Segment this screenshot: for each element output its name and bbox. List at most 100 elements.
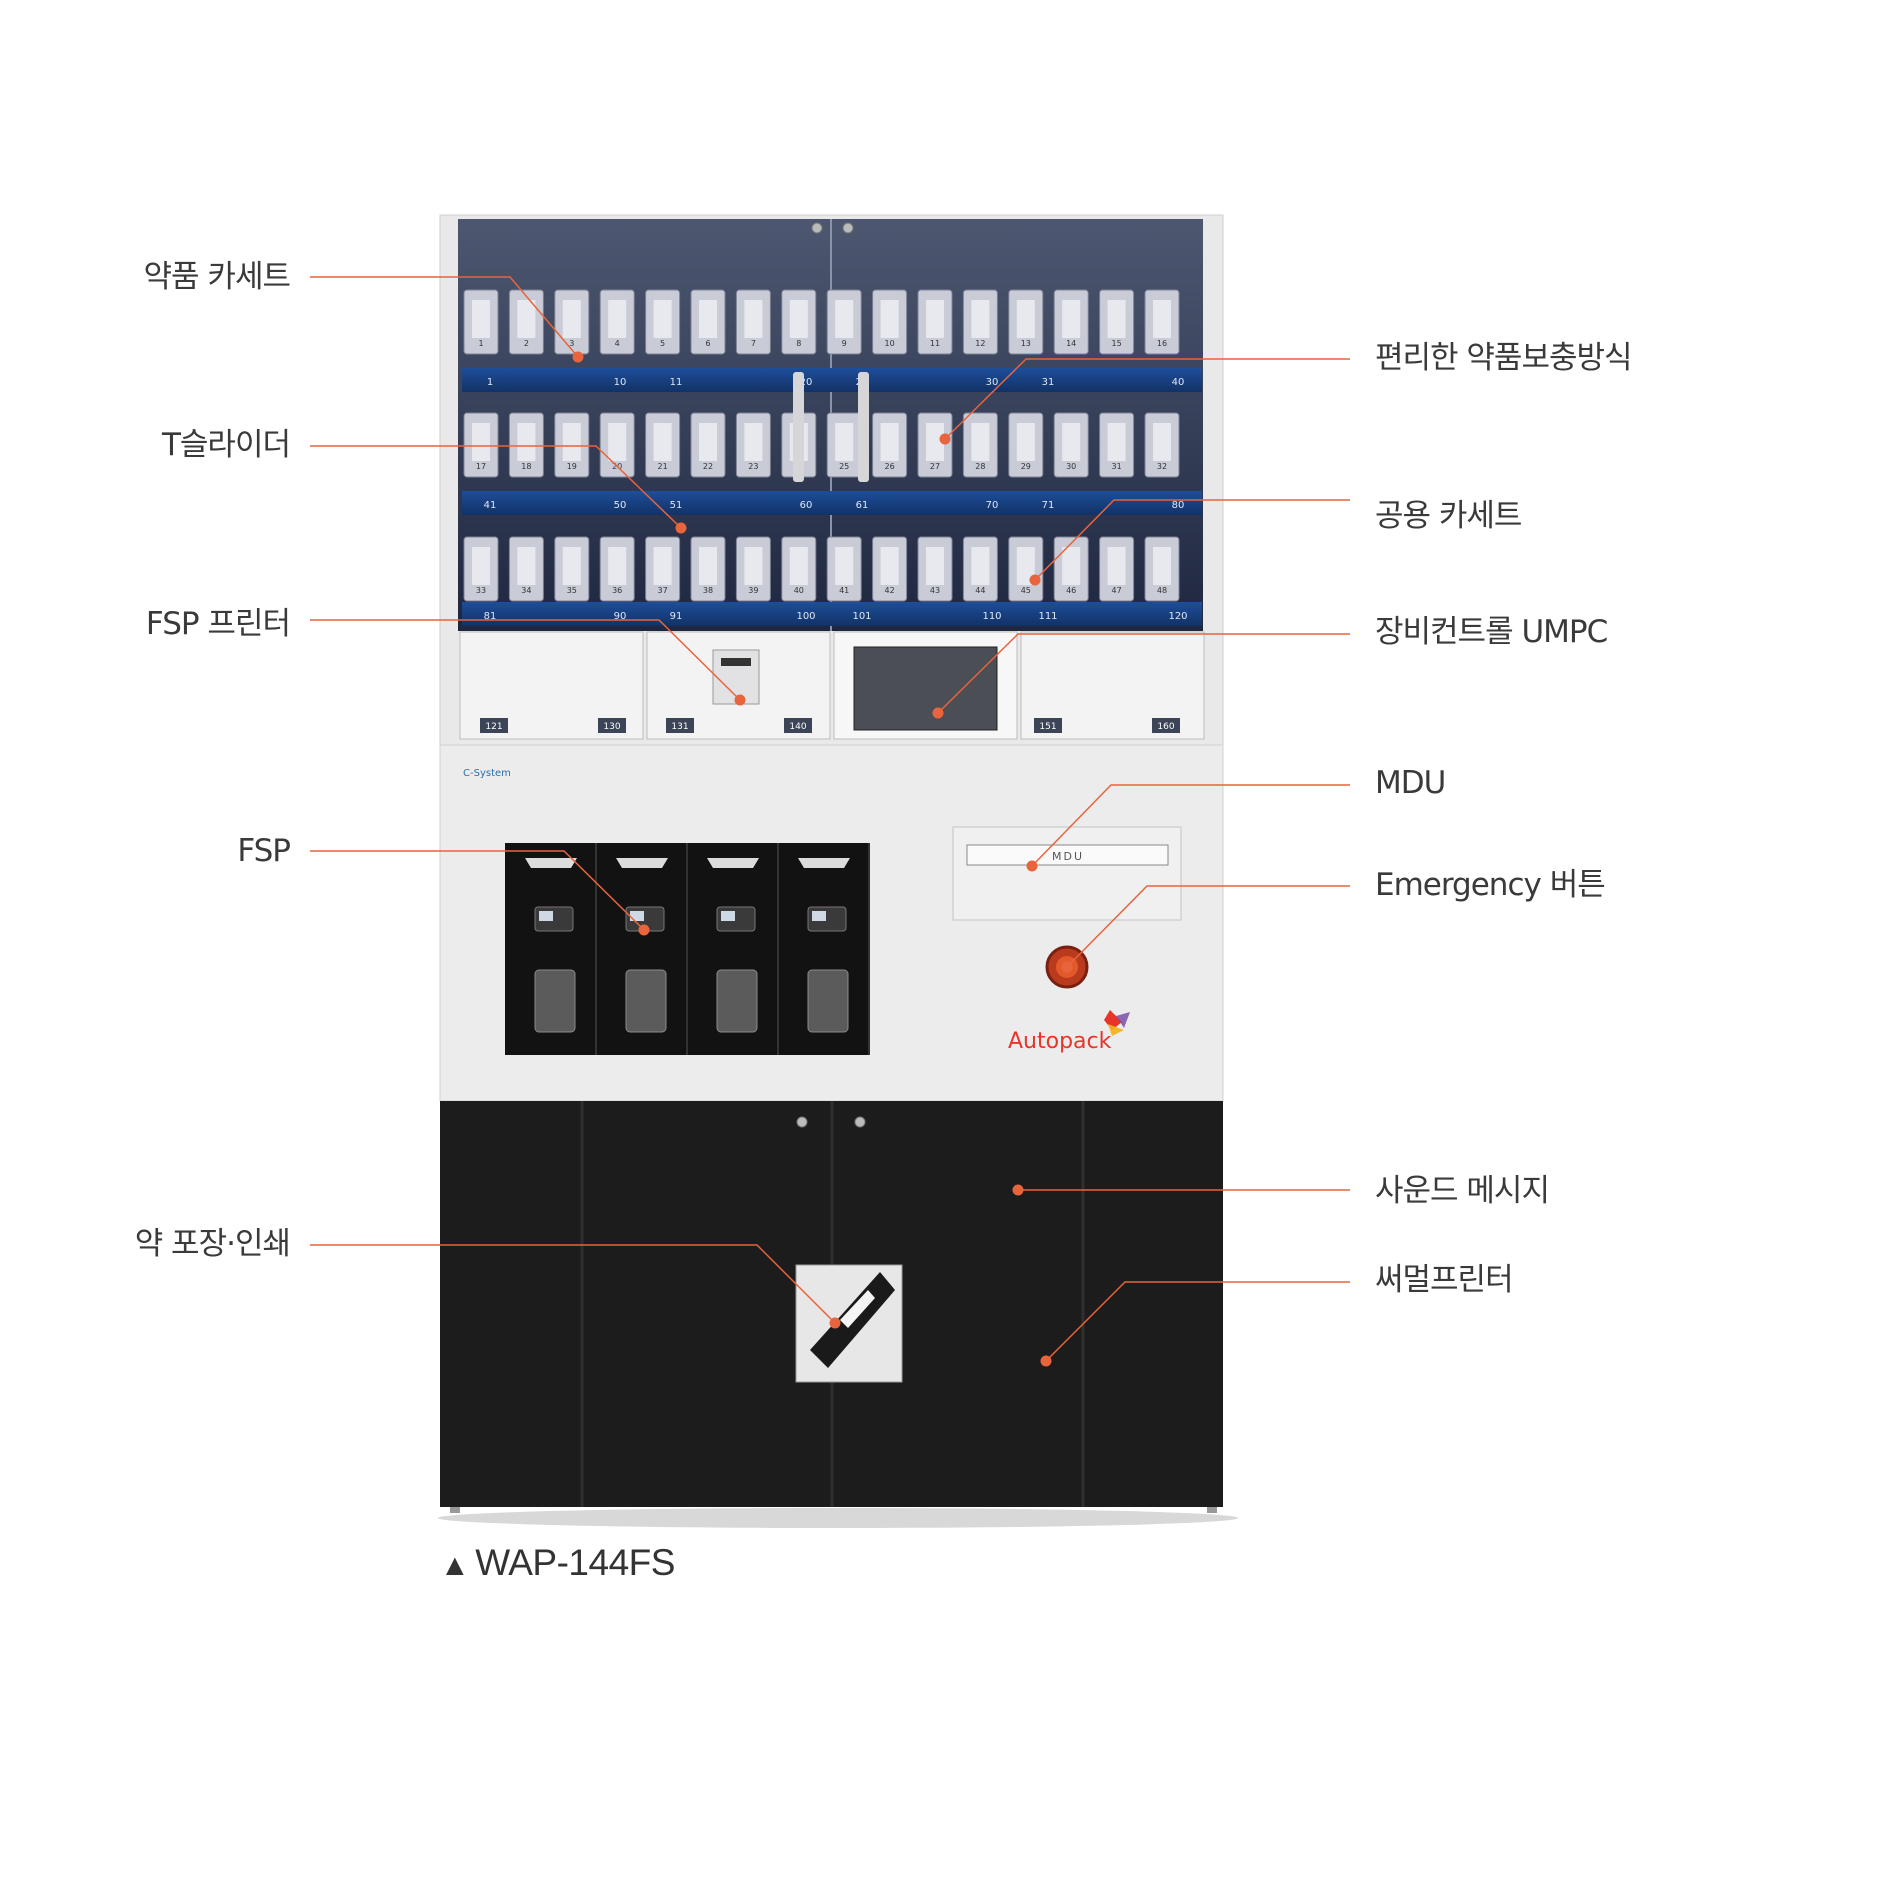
cassette-window	[653, 423, 672, 461]
cassette-number: 15	[1112, 339, 1122, 348]
label-convenient-refill: 편리한 약품보충방식	[1375, 340, 1633, 376]
band-label: 100	[796, 611, 815, 622]
cassette-window	[699, 547, 717, 585]
cassette-number: 18	[521, 462, 531, 471]
leader-dot	[1012, 1184, 1024, 1196]
band-label: 110	[982, 611, 1001, 622]
drawer-label-plate	[1152, 718, 1180, 733]
lock-icon	[796, 1116, 808, 1128]
cassette-window	[835, 547, 854, 585]
cassette-window	[835, 300, 854, 338]
cassette-number: 16	[1157, 339, 1167, 348]
cassette-number: 40	[794, 586, 804, 595]
band-label: 51	[670, 500, 683, 511]
band-label: 120	[1168, 611, 1187, 622]
label-shared-cassette: 공용 카세트	[1375, 498, 1522, 534]
drawer-label-plate	[666, 718, 694, 733]
cassette-number: 23	[748, 462, 758, 471]
label-packaging-print: 약 포장·인쇄	[134, 1226, 291, 1262]
cassette-window	[517, 547, 536, 585]
mdu-text: MDU	[1052, 850, 1084, 863]
cassette-number: 17	[476, 462, 486, 471]
fsp-handle[interactable]	[616, 858, 668, 868]
model-caption: ▲WAP-144FS	[440, 1542, 675, 1584]
cabinet-foot	[1207, 1507, 1217, 1513]
cassette-number: 32	[1157, 462, 1167, 471]
cassette-window	[971, 300, 990, 338]
cassette-number: 8	[796, 339, 801, 348]
drawer-label: 131	[671, 722, 688, 732]
leader-lines	[310, 276, 1350, 1367]
cassette-number: 41	[839, 586, 849, 595]
maker-logo: C-System	[463, 768, 511, 779]
leader-dot	[1040, 1355, 1052, 1367]
leader-line	[310, 850, 645, 931]
drawer-label: 130	[603, 722, 620, 732]
cassette-number: 42	[885, 586, 895, 595]
fsp-container	[807, 969, 849, 1033]
cassette-number: 10	[885, 339, 895, 348]
leader-dot	[1026, 860, 1038, 872]
cassette-number: 7	[751, 339, 756, 348]
leader-line	[1034, 499, 1350, 581]
cassette-window	[744, 423, 763, 461]
cassette-number: 27	[930, 462, 940, 471]
cassette-number: 13	[1021, 339, 1031, 348]
fsp-handle[interactable]	[525, 858, 577, 868]
cassette-window	[1062, 423, 1081, 461]
slider-band	[462, 368, 1202, 392]
cassette-window	[562, 547, 581, 585]
cassette-window	[608, 423, 627, 461]
cassette-number: 12	[975, 339, 985, 348]
cassette-number: 29	[1021, 462, 1031, 471]
cassette-number: 11	[930, 339, 940, 348]
band-label: 41	[484, 500, 497, 511]
cassette-window	[971, 423, 990, 461]
drawer-label-plate	[598, 718, 626, 733]
cassette-number: 38	[703, 586, 713, 595]
cassette-window	[472, 547, 490, 585]
band-label: 10	[614, 377, 627, 388]
cassette-window	[835, 423, 854, 461]
printer-outlet-paper	[840, 1290, 875, 1328]
leader-dot	[1061, 961, 1073, 973]
cassette-window	[926, 547, 944, 585]
cassette-window	[472, 300, 490, 338]
cassette-window	[1062, 547, 1081, 585]
cassette-window	[971, 547, 990, 585]
brand-logo: Autopack	[1008, 1029, 1112, 1054]
cassette-window	[880, 547, 899, 585]
cassette-window	[1107, 423, 1126, 461]
leader-line	[1031, 784, 1350, 867]
drawer-label: 140	[789, 722, 806, 732]
cassette-number: 45	[1021, 586, 1031, 595]
band-label: 61	[856, 500, 869, 511]
cassette-number: 28	[975, 462, 985, 471]
band-label: 11	[670, 377, 683, 388]
fsp-handle[interactable]	[707, 858, 759, 868]
leader-dot	[829, 1317, 841, 1329]
band-label: 30	[986, 377, 999, 388]
band-label: 70	[986, 500, 999, 511]
umpc-screen[interactable]	[853, 646, 998, 731]
cassette-window	[608, 547, 627, 585]
leader-dot	[638, 924, 650, 936]
cassette-window	[744, 547, 763, 585]
fsp-handle[interactable]	[798, 858, 850, 868]
cassette-number: 21	[658, 462, 668, 471]
cassette-number: 46	[1066, 586, 1076, 595]
slider-band	[462, 602, 1202, 626]
cassette-window	[789, 547, 808, 585]
cassette-number: 26	[885, 462, 895, 471]
cassette-window	[744, 300, 763, 338]
label-drug-cassette: 약품 카세트	[143, 259, 291, 295]
band-label: 101	[852, 611, 871, 622]
cassette-number: 33	[476, 586, 486, 595]
cassette-window	[653, 300, 672, 338]
cassette-window	[880, 423, 899, 461]
cassette-window	[1016, 547, 1035, 585]
leader-dot	[1029, 574, 1041, 586]
fsp-container	[625, 969, 667, 1033]
fsp-display-screen	[812, 911, 826, 921]
